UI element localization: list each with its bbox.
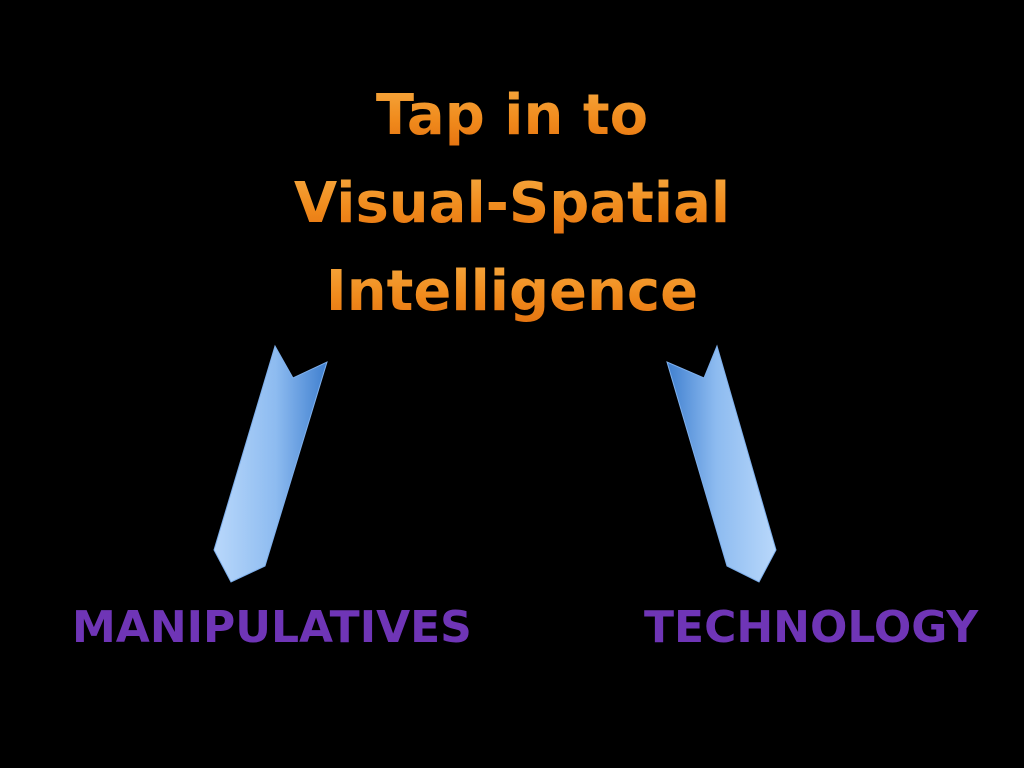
slide-title: Tap in to Visual-Spatial Intelligence [0,72,1024,336]
title-line-2: Visual-Spatial [0,160,1024,248]
arrow-down-right-icon [666,344,777,583]
label-manipulatives: MANIPULATIVES [72,602,472,653]
arrow-down-left-icon [213,344,328,583]
title-line-1: Tap in to [0,72,1024,160]
title-line-3: Intelligence [0,248,1024,336]
label-technology: TECHNOLOGY [644,602,979,653]
